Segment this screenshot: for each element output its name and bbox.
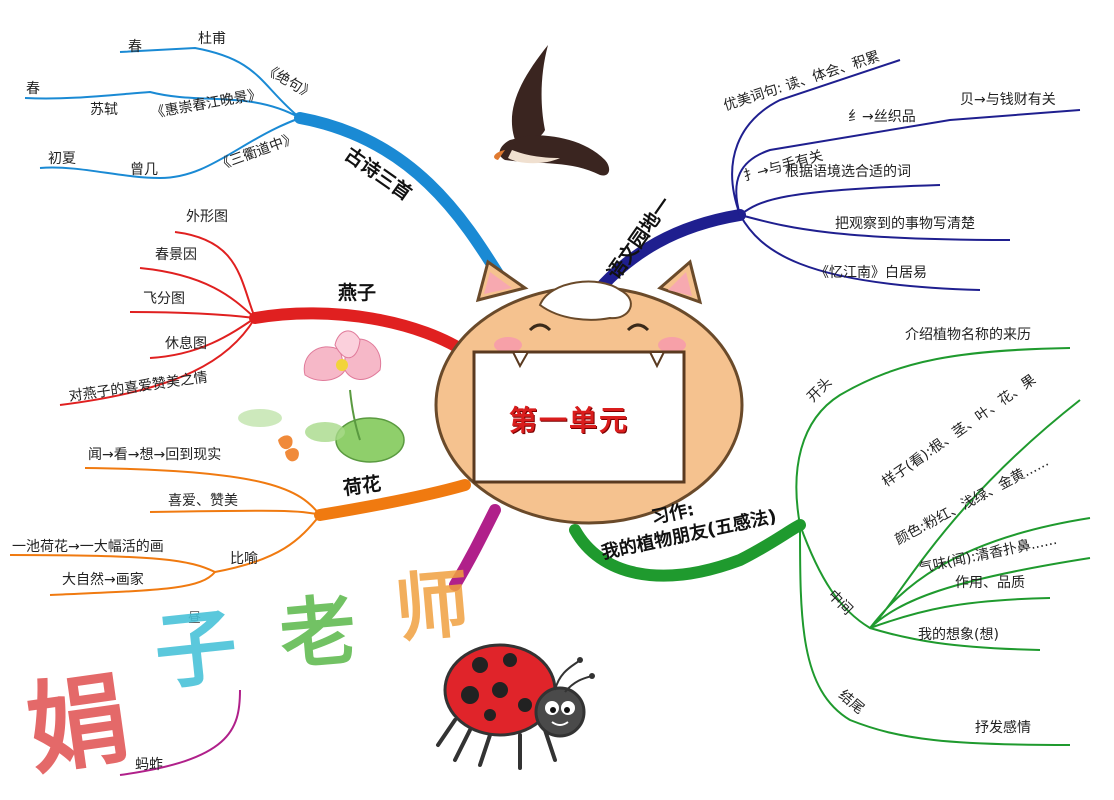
bottom-item-hidden: 昼 (188, 611, 202, 626)
writing-sub-curves (795, 347, 1091, 746)
garden-item-poem: 《忆江南》白居易 (815, 265, 927, 281)
poem-season-summer: 初夏 (48, 151, 76, 167)
writing-branch-trunk (569, 519, 806, 582)
lotus-item-love: 喜爱、赞美 (168, 493, 238, 509)
lotus-item-metaphor: 比喻 (230, 551, 258, 567)
swallow-item-rest: 休息图 (165, 336, 207, 352)
branch-title-swallow: 燕子 (338, 282, 377, 304)
garden-sub-curves (731, 59, 1081, 291)
swallow-illustration (494, 45, 610, 176)
garden-item-observe: 把观察到的事物写清楚 (835, 216, 975, 232)
poem-author-zengji: 曾几 (130, 162, 158, 178)
garden-item-silk: 纟→丝织品 (848, 109, 916, 125)
swallow-item-flying: 飞分图 (143, 291, 185, 307)
watermark-char-4: 师 (391, 560, 473, 654)
lotus-item-nature: 大自然→画家 (62, 572, 144, 588)
poem-season-spring-2: 春 (26, 81, 40, 97)
swallow-sub-curves (59, 231, 256, 406)
swallow-item-spring: 春景因 (155, 247, 197, 263)
lotus-branch-trunk (314, 479, 471, 521)
cat-face-illustration (434, 259, 744, 525)
watermark-char-1: 娟 (20, 659, 136, 790)
watermark-char-3: 老 (276, 584, 360, 681)
poems-sub-curves (24, 46, 301, 180)
bottom-sub-curves (119, 689, 241, 776)
writing-beginning-item: 介绍植物名称的来历 (905, 327, 1031, 343)
branch-title-lotus: 荷花 (341, 472, 383, 500)
bottom-branch-trunk (449, 504, 501, 591)
garden-item-context: 根据语境选合适的词 (785, 164, 911, 180)
poem-author-sushi: 苏轼 (90, 102, 118, 118)
lotus-illustration (238, 330, 405, 463)
center-title: 第一单元 (509, 404, 630, 437)
garden-item-money: 贝→与钱财有关 (960, 92, 1056, 108)
writing-middle-imagine: 我的想象(想) (918, 627, 999, 643)
swallow-branch-trunk (249, 307, 476, 361)
poem-season-spring-1: 春 (128, 39, 142, 55)
lotus-item-sequence: 闻→看→想→回到现实 (88, 447, 222, 463)
lotus-item-pond: 一池荷花→一大幅活的画 (12, 539, 164, 555)
watermark-char-2: 子 (150, 598, 242, 703)
writing-ending-item: 抒发感情 (975, 720, 1031, 736)
ladybug-illustration (436, 643, 595, 770)
bottom-item-grasshopper: 蚂蚱 (135, 757, 163, 773)
writing-middle-quality: 作用、品质 (955, 575, 1025, 591)
swallow-item-shape: 外形图 (186, 209, 228, 225)
lotus-sub-curves (9, 467, 321, 596)
poem-author-dufu: 杜甫 (198, 31, 226, 47)
